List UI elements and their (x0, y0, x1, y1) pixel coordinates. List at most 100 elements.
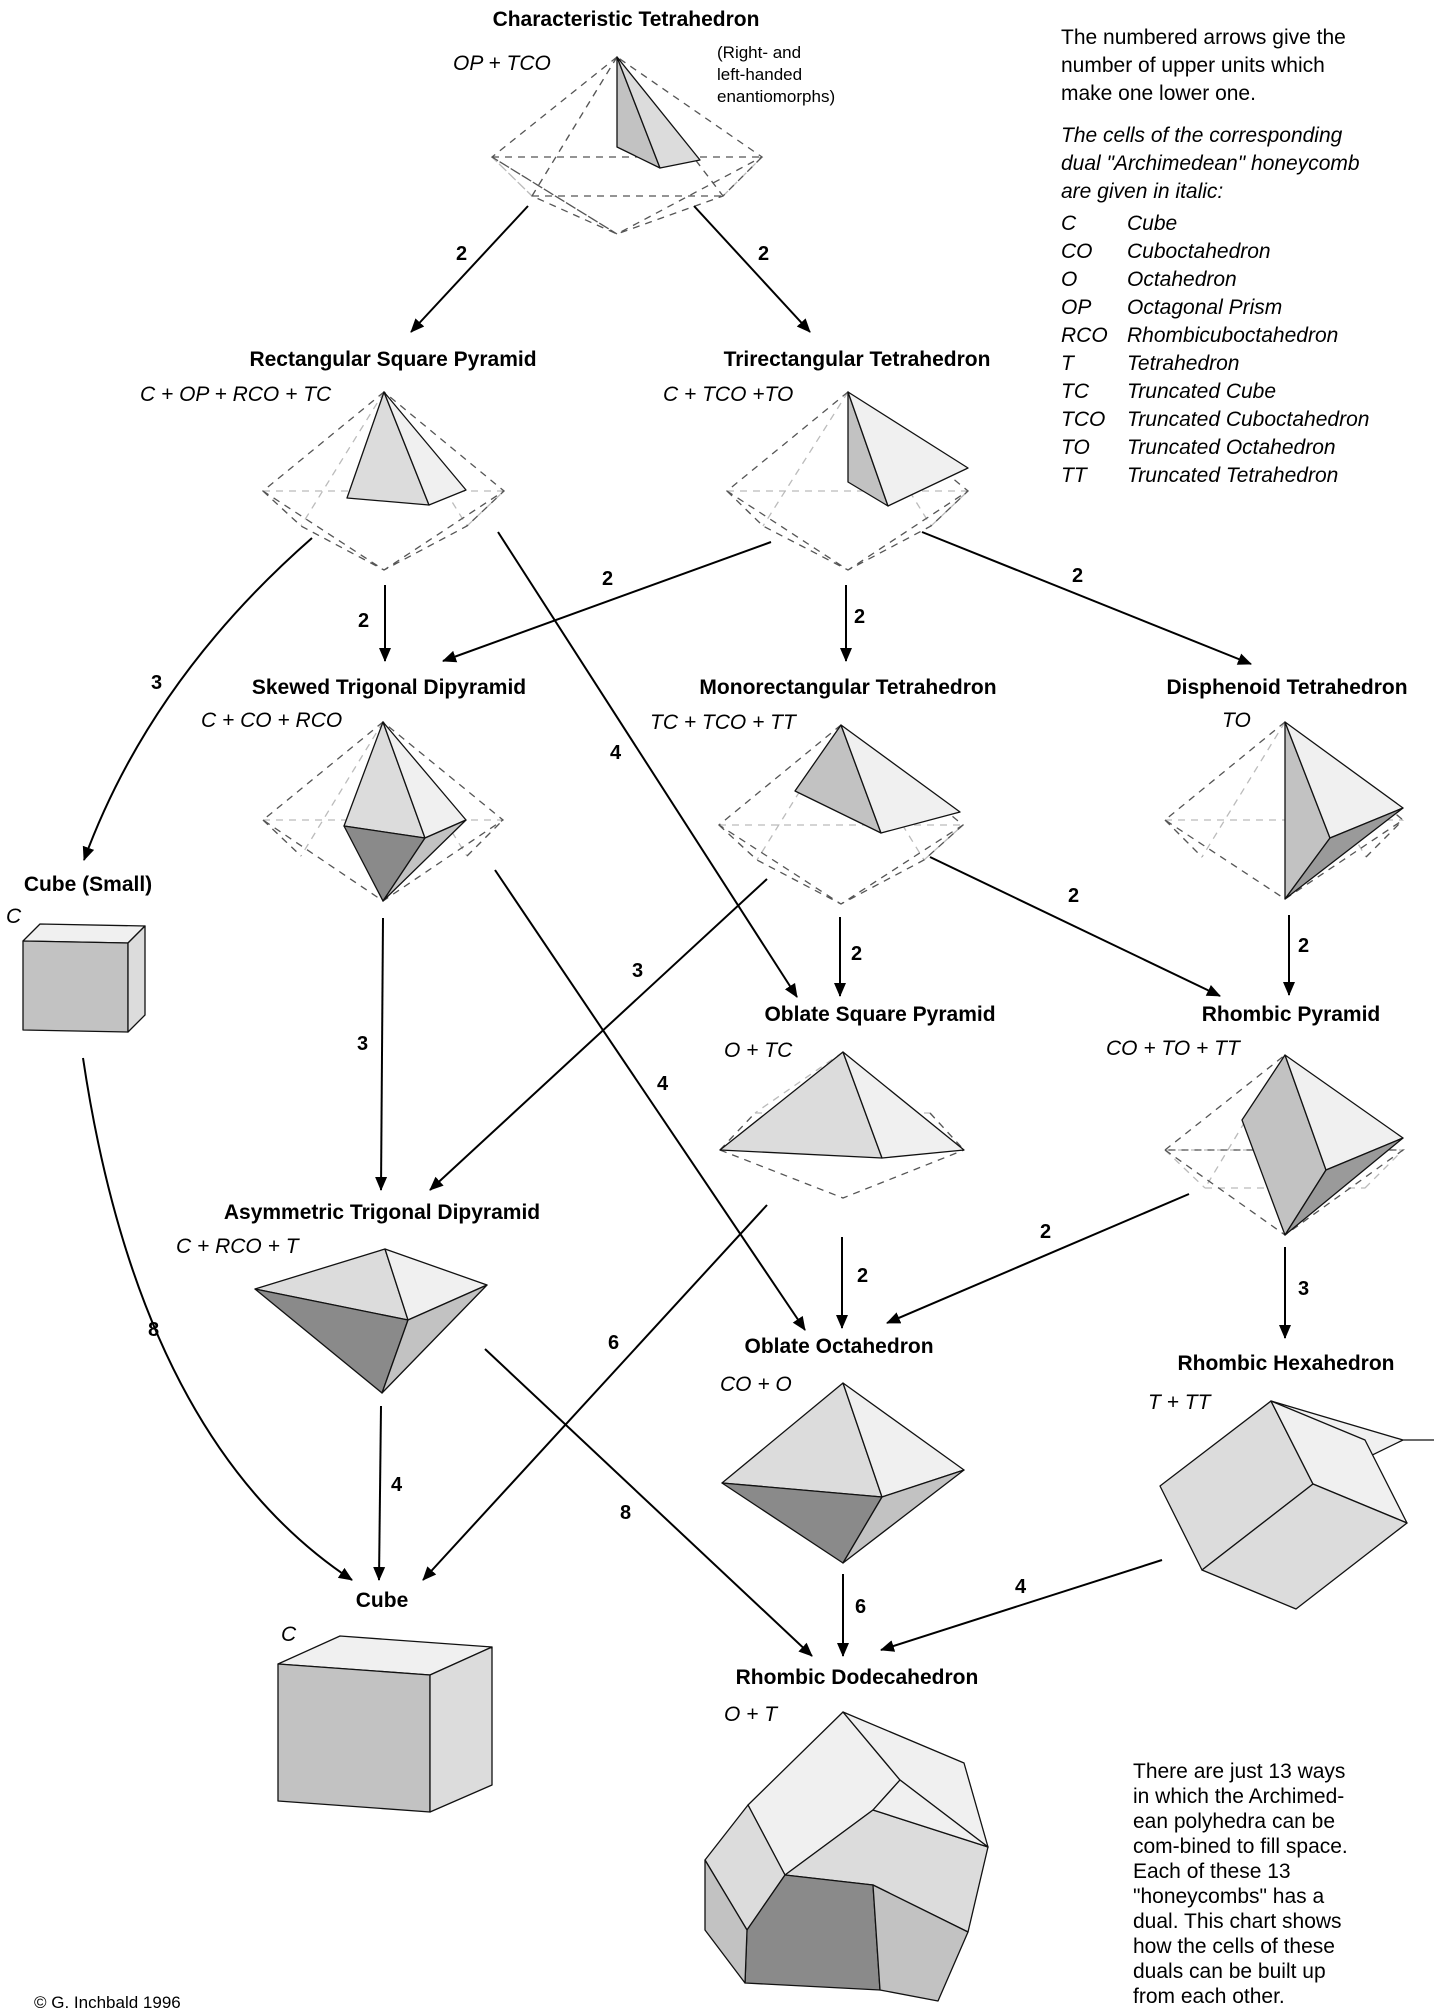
arrow-label: 2 (358, 610, 369, 632)
cube-small-cells: C (6, 905, 22, 928)
arrow-asym-trig-cube (373, 1405, 386, 1581)
footer-note: There are just 13 ways in which the Arch… (1133, 1760, 1348, 2008)
oblate-sq-pyr-cells: O + TC (724, 1039, 793, 1062)
footer-note-line: Each of these 13 (1133, 1860, 1291, 1883)
legend-abbr: TCO (1061, 408, 1105, 431)
copyright: © G. Inchbald 1996 (34, 1993, 181, 2012)
arrow-label: 2 (1040, 1221, 1051, 1243)
arrow-label: 4 (610, 742, 622, 764)
footer-note-line: dual. This chart shows (1133, 1910, 1342, 1933)
arrow-label: 2 (602, 568, 613, 590)
legend-abbr: TT (1061, 464, 1089, 487)
cube-cells: C (281, 1623, 297, 1646)
legend-name: Octagonal Prism (1127, 296, 1282, 319)
legend-abbr: T (1061, 352, 1076, 375)
arrow-rect-sq-pyr-oblate-sq-pyr (497, 531, 798, 998)
footer-note-line: ean polyhedra can be (1133, 1810, 1335, 1833)
arrow-label: 4 (1015, 1576, 1027, 1598)
arrow-label: 6 (608, 1332, 619, 1354)
arrow-asym-trig-rhombic-dodec (484, 1348, 813, 1657)
arrow-label: 2 (1068, 885, 1079, 907)
rect-sq-pyr-title: Rectangular Square Pyramid (249, 348, 536, 371)
footer-note-line: "honeycombs" has a (1133, 1885, 1325, 1908)
footer-note-line: from each other. (1133, 1985, 1285, 2008)
rhombic-hex-drawing (1159, 1400, 1434, 1610)
oblate-oct-title: Oblate Octahedron (744, 1335, 933, 1358)
arrow-characteristic-rect-sq-pyr (410, 205, 529, 333)
legend-name: Truncated Cube (1127, 380, 1276, 403)
legend-abbr: TC (1061, 380, 1090, 403)
rhombic-pyr-cells: CO + TO + TT (1106, 1037, 1242, 1060)
rhombic-pyr-title: Rhombic Pyramid (1202, 1003, 1381, 1026)
legend-intro-3: make one lower one. (1061, 82, 1256, 105)
legend-abbr: TO (1061, 436, 1090, 459)
skewed-trig-title: Skewed Trigonal Dipyramid (252, 676, 526, 699)
footer-note-line: com-bined to fill space. (1133, 1835, 1348, 1858)
rhombic-dodec-title: Rhombic Dodecahedron (736, 1666, 979, 1689)
arrow-rhombic-pyr-oblate-oct (886, 1193, 1190, 1324)
legend-italic-intro-2: dual "Archimedean" honeycomb (1061, 152, 1360, 175)
asym-trig-drawing (254, 1248, 488, 1394)
asym-trig-cells: C + RCO + T (176, 1235, 301, 1258)
oblate-sq-pyr-drawing (719, 1051, 965, 1199)
characteristic-tetrahedron-drawing (490, 56, 764, 235)
legend-abbr: RCO (1061, 324, 1108, 347)
legend-name: Cube (1127, 212, 1177, 235)
arrow-trirect-tet-disphenoid (921, 531, 1252, 665)
characteristic-note-2: left-handed (717, 65, 802, 84)
arrow-label: 4 (657, 1073, 669, 1095)
rhombic-hex-cells: T + TT (1148, 1391, 1213, 1414)
disphenoid-drawing (1163, 721, 1405, 900)
monorect-tet-cells: TC + TCO + TT (650, 711, 798, 734)
monorect-tet-title: Monorectangular Tetrahedron (699, 676, 996, 699)
footer-note-line: in which the Archimed- (1133, 1785, 1344, 1808)
arrow-label: 2 (857, 1265, 868, 1287)
legend-intro-2: number of upper units which (1061, 54, 1325, 77)
rhombic-dodec-drawing (704, 1711, 989, 2002)
legend-name: Cuboctahedron (1127, 240, 1271, 263)
arrow-label: 8 (148, 1319, 159, 1341)
arrow-skewed-trig-asym-trig (375, 917, 388, 1191)
arrow-label: 2 (1072, 565, 1083, 587)
characteristic-title: Characteristic Tetrahedron (493, 8, 760, 31)
trirect-tet-title: Trirectangular Tetrahedron (724, 348, 991, 371)
arrow-monorect-tet-rhombic-pyr (929, 856, 1221, 997)
legend: The numbered arrows give the number of u… (1061, 26, 1369, 487)
arrow-label: 2 (1298, 935, 1309, 957)
legend-italic-intro-1: The cells of the corresponding (1061, 124, 1343, 147)
rhombic-dodec-cells: O + T (724, 1703, 779, 1726)
arrow-trirect-tet-skewed-trig (442, 541, 772, 663)
trirect-tet-cells: C + TCO +TO (663, 383, 793, 406)
rhombic-hex-title: Rhombic Hexahedron (1177, 1352, 1394, 1375)
arrow-label: 6 (855, 1596, 866, 1618)
footer-note-line: duals can be built up (1133, 1960, 1326, 1983)
arrow-label: 2 (456, 243, 467, 265)
arrow-oblate-sq-pyr-cube (422, 1204, 768, 1581)
disphenoid-title: Disphenoid Tetrahedron (1166, 676, 1407, 699)
skewed-trig-cells: C + CO + RCO (201, 709, 342, 732)
arrow-monorect-tet-asym-trig (429, 878, 768, 1191)
skewed-trig-drawing (261, 721, 505, 902)
arrow-label: 3 (357, 1033, 368, 1055)
cube-title: Cube (356, 1589, 409, 1612)
trirect-tet-drawing (725, 391, 970, 571)
asym-trig-title: Asymmetric Trigonal Dipyramid (224, 1201, 540, 1224)
arrow-skewed-trig-oblate-oct (494, 869, 806, 1331)
legend-name: Tetrahedron (1127, 352, 1239, 375)
characteristic-cells: OP + TCO (453, 52, 551, 75)
rhombic-pyr-drawing (1162, 1054, 1406, 1236)
arrow-label: 3 (632, 960, 643, 982)
characteristic-note-1: (Right- and (717, 43, 801, 62)
arrow-label: 2 (851, 943, 862, 965)
legend-abbr: CO (1061, 240, 1093, 263)
arrow-label: 2 (854, 606, 865, 628)
cube-small-drawing (22, 923, 146, 1033)
oblate-sq-pyr-title: Oblate Square Pyramid (764, 1003, 995, 1026)
legend-name: Rhombicuboctahedron (1127, 324, 1338, 347)
arrow-rhombic-hex-rhombic-dodec (880, 1559, 1163, 1652)
legend-name: Truncated Cuboctahedron (1127, 408, 1369, 431)
disphenoid-cells: TO (1222, 709, 1251, 732)
arrow-label: 3 (1298, 1278, 1309, 1300)
cube-drawing (277, 1635, 493, 1813)
